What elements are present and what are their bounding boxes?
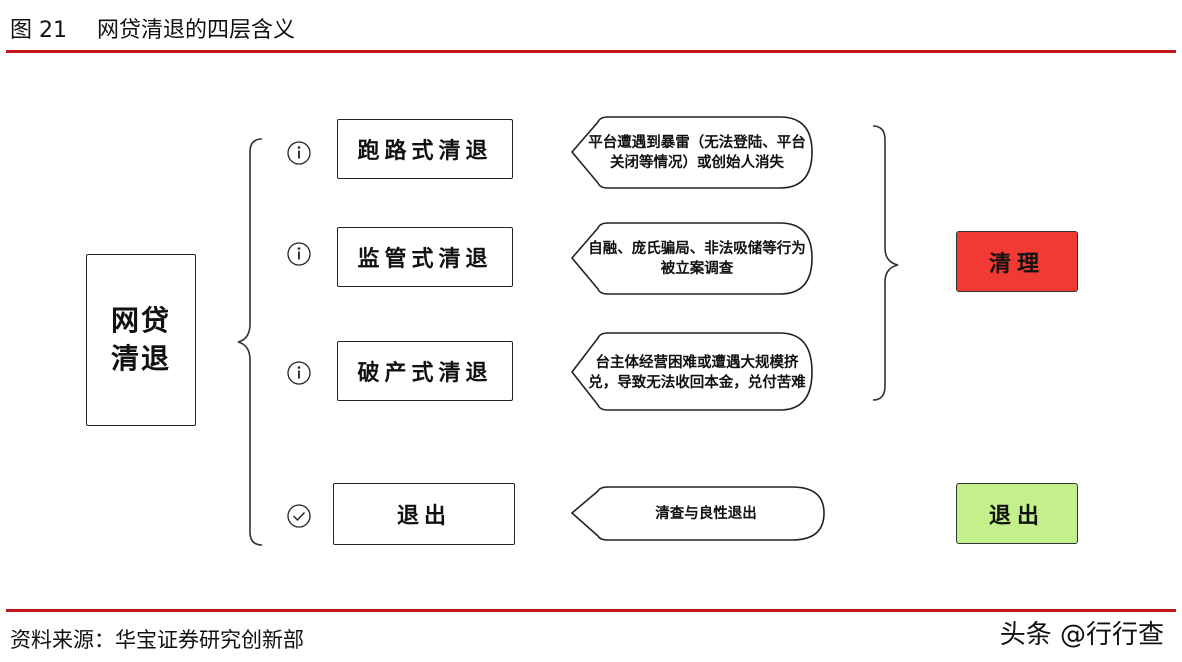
figure-title: 图 21 网贷清退的四层含义 xyxy=(10,12,296,43)
callout-shape-4 xyxy=(570,486,825,541)
category-box-bankruptcy: 破产式清退 xyxy=(337,341,513,401)
result-cleanup: 清理 xyxy=(956,231,1078,292)
category-box-runaway: 跑路式清退 xyxy=(337,119,513,179)
category-box-regulatory: 监管式清退 xyxy=(337,227,513,287)
info-icon xyxy=(287,141,311,165)
callout-text-exit: 清查与良性退出 xyxy=(655,505,757,522)
credit-watermark: 头条 @行行查 xyxy=(999,620,1164,650)
callout-text-bankruptcy: 台主体经营困难或遭遇大规模挤兑，导致无法收回本金，兑付苦难 xyxy=(588,354,806,391)
callout-text-runaway: 平台遭遇到暴雷（无法登陆、平台关闭等情况）或创始人消失 xyxy=(588,134,806,171)
callout-shape-3 xyxy=(570,332,813,411)
figure-number: 图 21 xyxy=(10,18,67,43)
figure-title-text: 网贷清退的四层含义 xyxy=(97,18,296,43)
left-brace xyxy=(237,138,263,546)
top-rule xyxy=(6,50,1176,53)
main-concept-box: 网贷 清退 xyxy=(86,254,196,426)
right-brace xyxy=(872,125,899,401)
bottom-rule xyxy=(6,609,1176,612)
info-icon xyxy=(287,242,311,266)
info-icon xyxy=(287,361,311,385)
callout-shape-2 xyxy=(570,222,813,295)
category-box-exit: 退出 xyxy=(333,483,515,545)
callout-shape-1 xyxy=(570,116,813,189)
result-exit: 退出 xyxy=(956,483,1078,544)
check-circle-icon xyxy=(287,504,311,528)
callout-text-regulatory: 自融、庞氏骗局、非法吸储等行为被立案调查 xyxy=(588,240,806,277)
source-note: 资料来源：华宝证券研究创新部 xyxy=(10,628,304,652)
